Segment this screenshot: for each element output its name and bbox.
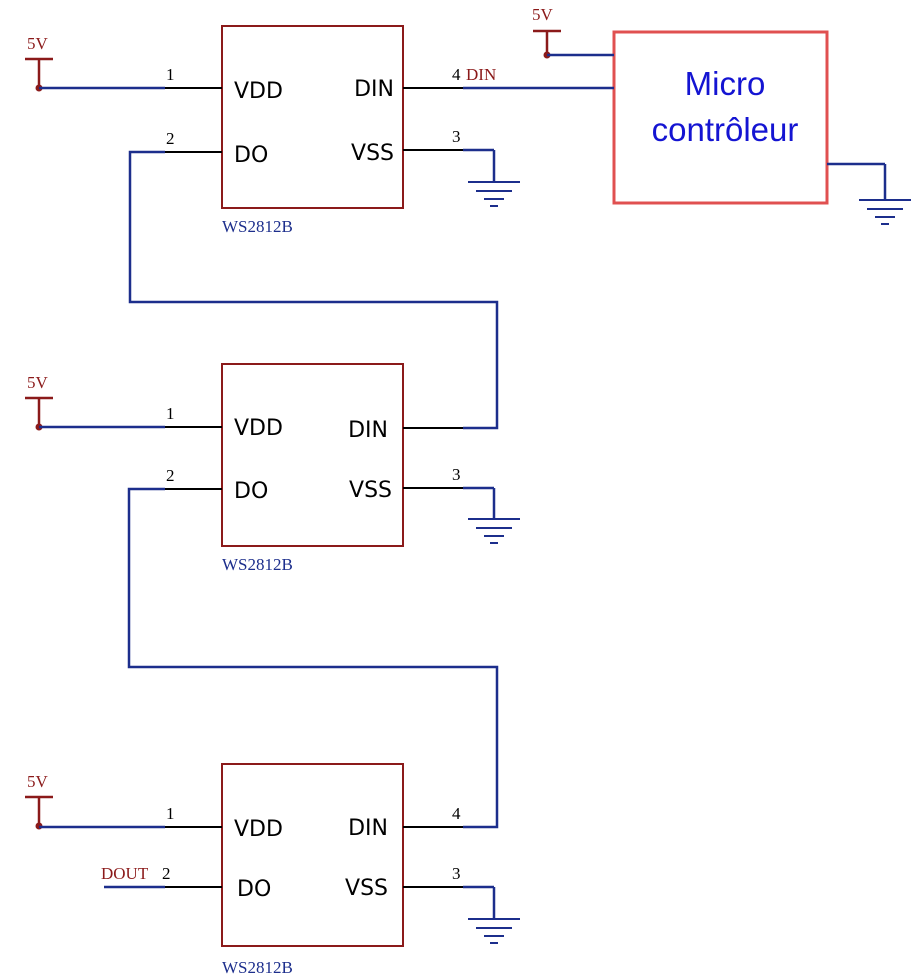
wire-led1-do-to-led2-din xyxy=(128,150,499,430)
led-1-vss-num: 3 xyxy=(452,127,461,146)
led-3-din-label: DIN xyxy=(348,816,388,841)
led-3-power-label: 5V xyxy=(27,772,49,791)
led-2-body xyxy=(221,363,404,547)
led-3-power-symbol: 5V xyxy=(25,772,53,830)
led-1-vss-label: VSS xyxy=(351,141,394,166)
mcu-power-label: 5V xyxy=(532,5,554,24)
led-2-vdd-num: 1 xyxy=(166,404,175,423)
led-1-part-label: WS2812B xyxy=(222,217,293,236)
led-2-vss-label: VSS xyxy=(349,478,392,503)
led-3-do-label: DO xyxy=(237,877,271,902)
led-3-dout-net-label: DOUT xyxy=(101,864,149,883)
led-1: VDD DO DIN VSS WS2812B 1 2 4 3 DIN 5V xyxy=(25,25,520,236)
led-3-part-label: WS2812B xyxy=(222,958,293,977)
microcontroller-label-line1: Micro xyxy=(685,65,766,102)
led-1-din-net-label: DIN xyxy=(466,65,496,84)
led-1-vdd-label: VDD xyxy=(234,79,283,104)
led-1-ground-symbol xyxy=(468,150,520,207)
mcu-power-symbol: 5V xyxy=(532,5,561,59)
led-1-din-num: 4 xyxy=(452,65,461,84)
led-2-vss-num: 3 xyxy=(452,465,461,484)
microcontroller: Micro contrôleur 5V xyxy=(532,5,911,225)
led-3-body xyxy=(221,763,404,947)
led-2-do-num: 2 xyxy=(166,466,175,485)
wire-led2-do-to-led3-din xyxy=(127,487,499,829)
led-2: VDD DO DIN VSS WS2812B 1 2 3 5V xyxy=(25,363,520,574)
led-3-vdd-num: 1 xyxy=(166,804,175,823)
led-1-din-label: DIN xyxy=(354,77,394,102)
led-2-do-label: DO xyxy=(234,479,268,504)
led-1-body xyxy=(221,25,404,209)
led-3-vss-label: VSS xyxy=(345,876,388,901)
led-3-do-num: 2 xyxy=(162,864,171,883)
led-3-ground-symbol xyxy=(468,887,520,944)
led-2-din-label: DIN xyxy=(348,418,388,443)
led-2-vdd-label: VDD xyxy=(234,416,283,441)
led-3-vdd-label: VDD xyxy=(234,817,283,842)
led-1-do-label: DO xyxy=(234,143,268,168)
led-3-vss-num: 3 xyxy=(452,864,461,883)
led-1-vdd-num: 1 xyxy=(166,65,175,84)
microcontroller-box xyxy=(612,30,829,205)
mcu-ground-symbol xyxy=(859,164,911,225)
led-2-part-label: WS2812B xyxy=(222,555,293,574)
led-1-do-num: 2 xyxy=(166,129,175,148)
led-1-power-label: 5V xyxy=(27,34,49,53)
led-2-ground-symbol xyxy=(468,488,520,544)
microcontroller-label-line2: contrôleur xyxy=(652,111,799,148)
led-3-din-num: 4 xyxy=(452,804,461,823)
led-2-power-symbol: 5V xyxy=(25,373,53,431)
led-1-power-symbol: 5V xyxy=(25,34,53,92)
led-3: VDD DO DIN VSS WS2812B 1 2 4 3 DOUT 5V xyxy=(25,763,520,977)
led-2-power-label: 5V xyxy=(27,373,49,392)
